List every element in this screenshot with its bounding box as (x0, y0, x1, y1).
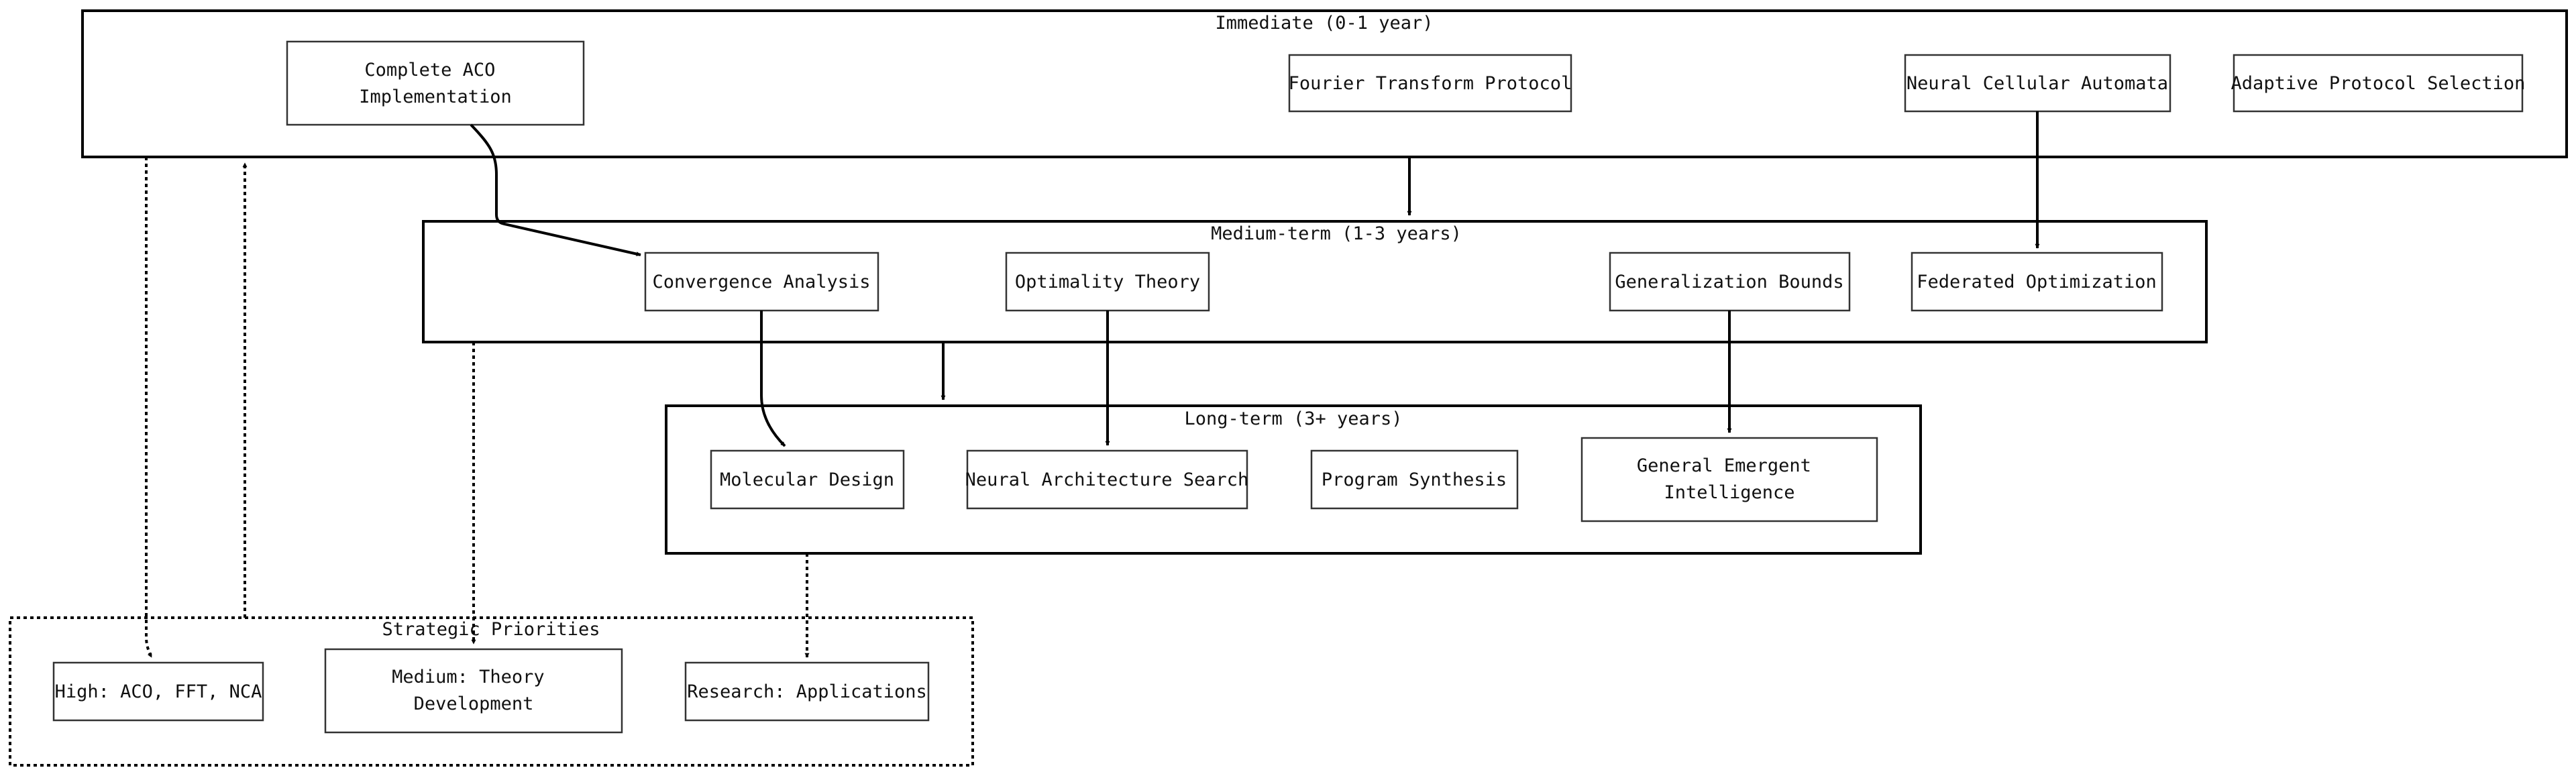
group-strategic-priorities: Strategic Priorities (9, 616, 974, 767)
node-generalization-bounds: Generalization Bounds (1609, 252, 1851, 312)
node-program-synthesis: Program Synthesis (1310, 449, 1519, 510)
edge-convergence-to-molecular (760, 311, 786, 447)
group-strategic-priorities-label: Strategic Priorities (382, 619, 600, 640)
node-optimality-theory: Optimality Theory (1005, 252, 1210, 312)
svg-text:Medium: Theory Developme: Medium: Theory Development (392, 667, 555, 714)
node-text: Complete ACO (364, 60, 495, 80)
edge-immediate-to-high (145, 157, 153, 658)
node-text: General Emergent (1637, 455, 1811, 476)
node-text: Research: Applications (687, 681, 927, 702)
node-complete-aco-implementation: Complete ACO Implementation (286, 40, 585, 126)
node-text: Optimality Theory (1015, 272, 1200, 292)
node-high-priority: High: ACO, FFT, NCA (52, 661, 264, 722)
svg-text:General Emergent Intelli: General Emergent Intelligence (1637, 455, 1822, 503)
edges (145, 111, 2040, 658)
edge-aco-to-convergence (470, 123, 641, 257)
node-text: Federated Optimization (1917, 272, 2157, 292)
group-medium-term-label: Medium-term (1-3 years) (1211, 223, 1462, 244)
node-convergence-analysis: Convergence Analysis (644, 252, 879, 312)
node-text: Fourier Transform Protocol (1289, 73, 1572, 94)
node-text: Neural Cellular Automata (1907, 73, 2168, 94)
svg-text:Complete ACO Implementat: Complete ACO Implementation (359, 60, 512, 107)
node-text: Adaptive Protocol Selection (2231, 73, 2526, 94)
node-neural-cellular-automata: Neural Cellular Automata (1904, 54, 2171, 113)
group-immediate-label: Immediate (0-1 year) (1215, 13, 1433, 34)
node-general-emergent-intelligence: General Emergent Intelligence (1580, 437, 1878, 522)
group-long-term-label: Long-term (3+ years) (1184, 408, 1402, 429)
node-research-priority: Research: Applications (684, 661, 930, 722)
node-text: Development (414, 694, 534, 714)
node-text: Implementation (359, 87, 512, 107)
node-molecular-design: Molecular Design (710, 449, 905, 510)
node-text: Intelligence (1664, 482, 1794, 503)
node-adaptive-protocol-selection: Adaptive Protocol Selection (2231, 54, 2526, 113)
node-text: Molecular Design (720, 469, 894, 490)
node-text: Program Synthesis (1322, 469, 1507, 490)
node-text: Generalization Bounds (1615, 272, 1843, 292)
node-text: High: ACO, FFT, NCA (55, 681, 262, 702)
node-text: Convergence Analysis (652, 272, 870, 292)
node-fourier-transform-protocol: Fourier Transform Protocol (1289, 54, 1572, 113)
node-text: Neural Architecture Search (965, 469, 1249, 490)
node-text: Medium: Theory (392, 667, 545, 687)
node-neural-architecture-search: Neural Architecture Search (965, 449, 1249, 510)
node-federated-optimization: Federated Optimization (1911, 252, 2163, 312)
node-medium-priority: Medium: Theory Development (324, 648, 623, 734)
